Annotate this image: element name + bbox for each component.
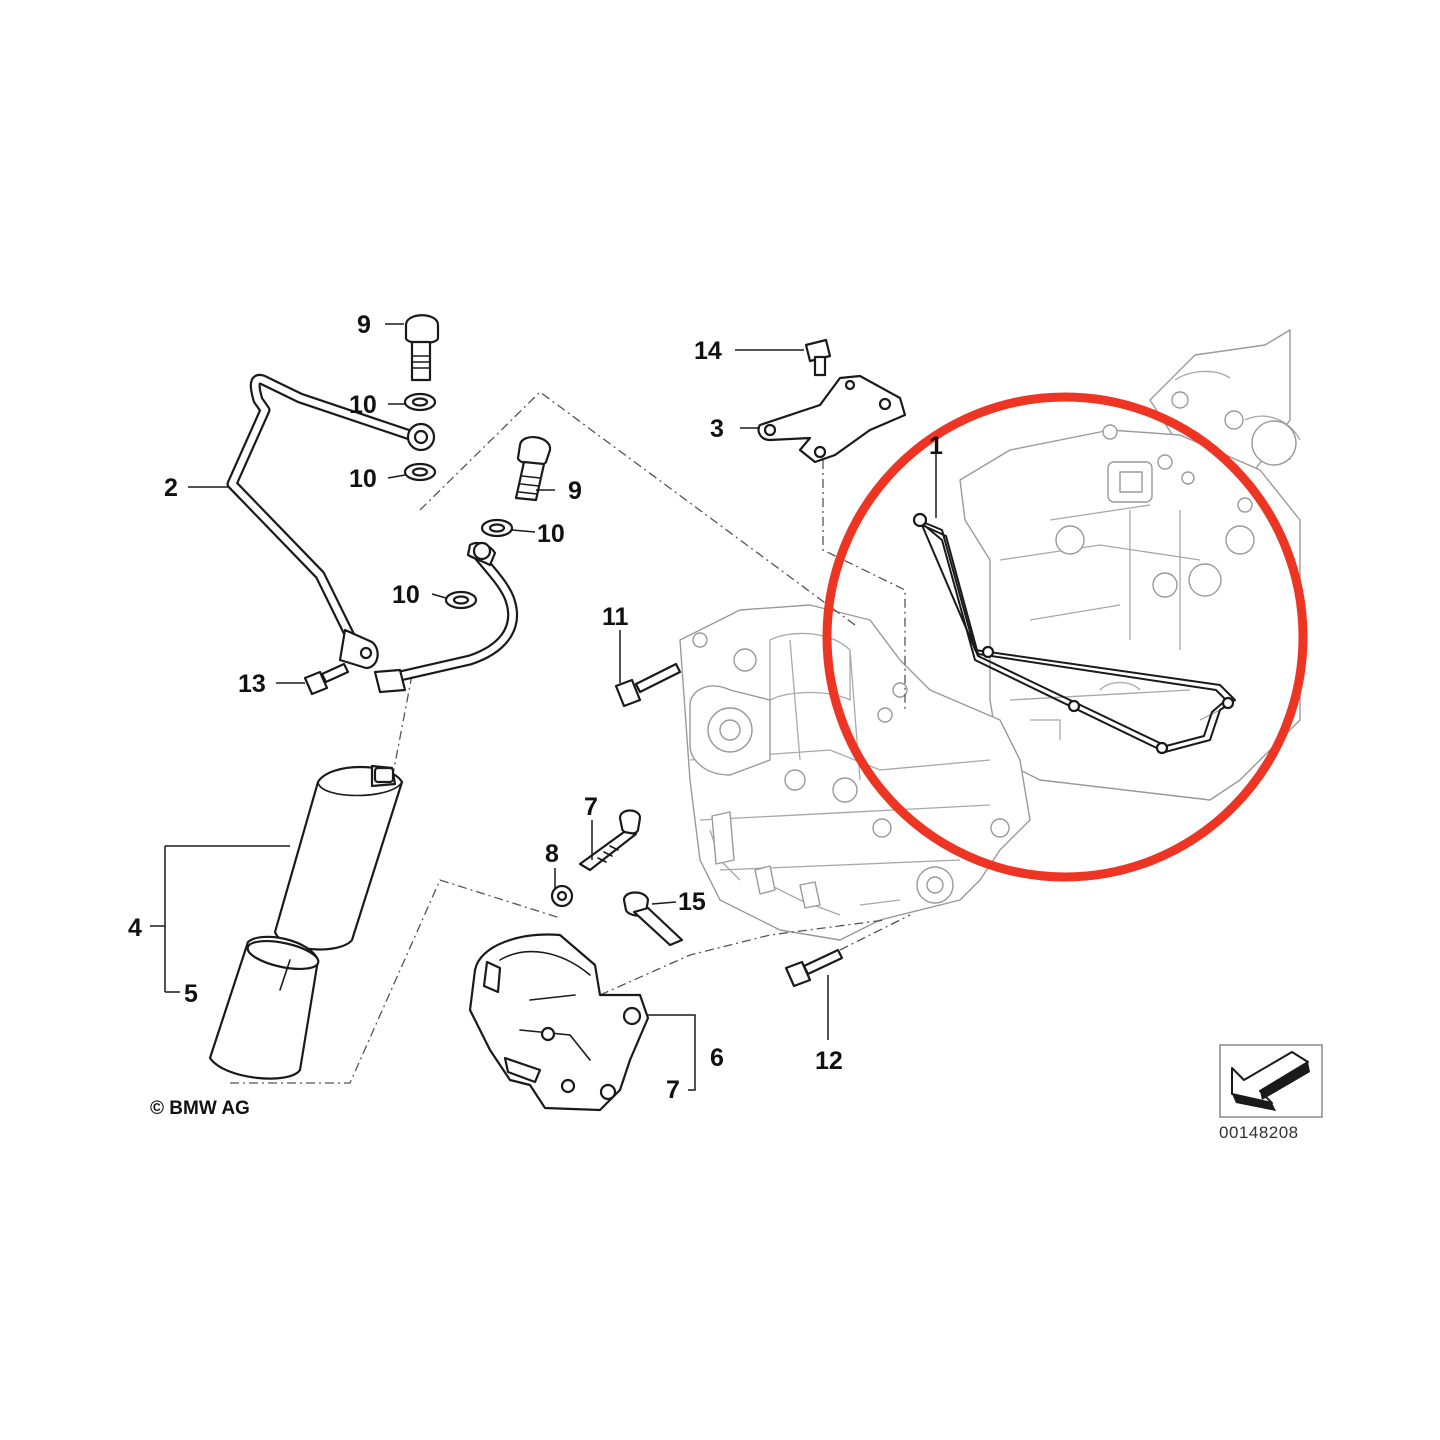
callout-4: 4: [128, 914, 142, 942]
washer-10-d: [444, 590, 478, 610]
callout-7-top: 7: [584, 793, 598, 821]
callout-1: 1: [929, 432, 943, 460]
filter-housing-part-6: [468, 933, 650, 1112]
bolt-11: [614, 662, 682, 708]
washer-10-c: [480, 518, 514, 538]
copyright-notice: © BMW AG: [150, 1098, 250, 1119]
bolt-7: [578, 809, 642, 872]
callout-8: 8: [545, 840, 559, 868]
bracket-part-3: [757, 374, 907, 464]
filter-sleeve-part-5: [208, 935, 320, 1080]
bolt-15: [622, 891, 684, 947]
callout-5: 5: [184, 980, 198, 1008]
callout-10-a: 10: [349, 391, 377, 419]
callout-11: 11: [602, 603, 629, 631]
callout-9-top: 9: [357, 311, 371, 339]
callout-13: 13: [238, 670, 266, 698]
callout-2: 2: [164, 474, 178, 502]
oil-hose: [373, 541, 519, 694]
bolt-14: [804, 338, 832, 377]
callout-15: 15: [678, 888, 706, 916]
oil-filter-part-4: [273, 764, 404, 951]
callout-7-right: 7: [666, 1076, 680, 1104]
callout-10-b: 10: [349, 465, 377, 493]
washer-10-a: [403, 392, 437, 412]
callout-3: 3: [710, 415, 724, 443]
view-direction-arrow-icon: [1219, 1044, 1323, 1118]
callout-6: 6: [710, 1044, 724, 1072]
assembly-guide-lines: [230, 391, 911, 1084]
gasket-part-1: [912, 512, 1236, 755]
banjo-bolt-9-lower: [514, 436, 552, 502]
callout-10-d: 10: [392, 581, 420, 609]
callout-9-right: 9: [568, 477, 582, 505]
leader-lines: [150, 323, 937, 1091]
bolt-13: [303, 662, 350, 696]
engine-block: [679, 329, 1301, 941]
banjo-bolt-9-upper: [404, 314, 440, 382]
oil-line-part-2: [226, 373, 436, 670]
callout-10-c: 10: [537, 520, 565, 548]
document-number: 00148208: [1219, 1123, 1299, 1142]
washer-10-b: [403, 462, 437, 482]
callout-12: 12: [815, 1047, 843, 1075]
bolt-12: [784, 948, 844, 988]
callout-14: 14: [694, 337, 722, 365]
callout-labels: 1 2 3 4 5 6 7 7 8 9 9 10 10 10 10 11 12 …: [128, 311, 943, 1104]
highlight-circle: [822, 392, 1308, 882]
washer-8: [550, 884, 574, 908]
